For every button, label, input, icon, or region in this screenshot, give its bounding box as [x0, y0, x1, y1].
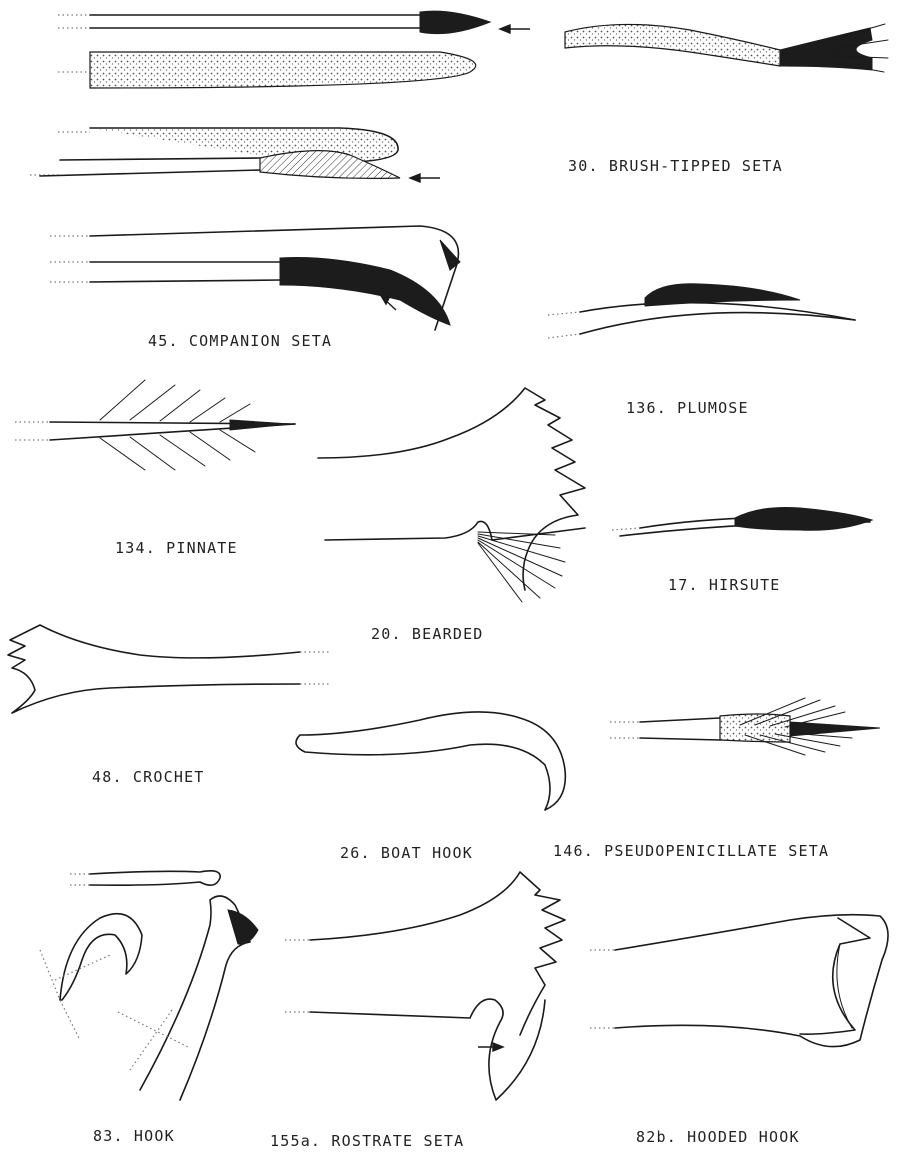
label-pseudopenicillate-seta: 146. PSEUDOPENICILLATE SETA [553, 842, 829, 860]
figure-pseudopenicillate-seta [610, 698, 880, 755]
label-pinnate: 134. PINNATE [115, 539, 238, 557]
figure-hooded-hook [590, 915, 888, 1047]
label-plumose: 136. PLUMOSE [626, 399, 749, 417]
figure-hook [40, 871, 258, 1100]
label-companion-seta: 45. COMPANION SETA [148, 332, 332, 350]
label-rostrate-seta: 155a. ROSTRATE SETA [270, 1132, 464, 1150]
label-bearded: 20. BEARDED [371, 625, 484, 643]
figure-companion-seta [50, 226, 460, 330]
figure-rostrate-seta [285, 872, 565, 1100]
figure-crochet [8, 625, 330, 713]
figure-bristle-group-middle [30, 128, 440, 182]
label-hooded-hook: 82b. HOODED HOOK [636, 1128, 800, 1146]
label-hook: 83. HOOK [93, 1127, 175, 1145]
figure-plumose [548, 284, 855, 338]
figure-bristle-group-top [58, 11, 530, 88]
label-boat-hook: 26. BOAT HOOK [340, 844, 473, 862]
label-crochet: 48. CROCHET [92, 768, 205, 786]
figure-brush-tipped-seta [565, 24, 888, 72]
figure-pinnate [15, 380, 295, 470]
figure-bearded [318, 388, 585, 602]
label-brush-tipped-seta: 30. BRUSH-TIPPED SETA [568, 157, 783, 175]
label-hirsute: 17. HIRSUTE [668, 576, 781, 594]
figure-boat-hook [296, 712, 565, 810]
figure-hirsute [612, 507, 872, 536]
